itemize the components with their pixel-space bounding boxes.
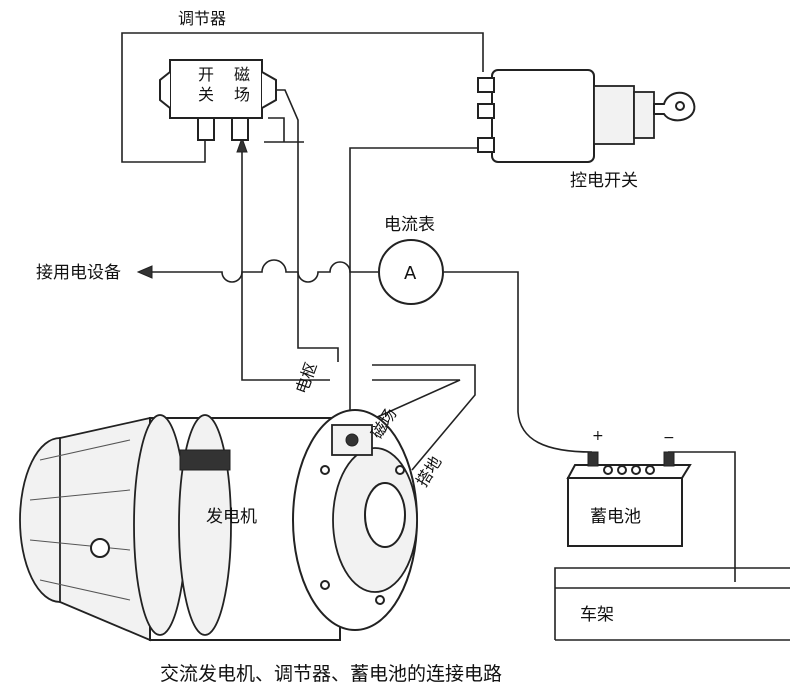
wire-ground-lead [372, 364, 476, 471]
regulator [159, 59, 277, 141]
label-generator: 发电机 [206, 507, 257, 527]
label-ignition-switch: 控电开关 [570, 171, 638, 191]
regulator-left-tab [159, 71, 171, 109]
switch-terminal-1 [477, 77, 495, 93]
arrow-left-head [136, 265, 153, 279]
battery-cap-2 [617, 465, 627, 475]
frame-outline-top [554, 567, 790, 640]
battery-case [567, 477, 683, 547]
ignition-switch [477, 69, 696, 163]
generator-screw-2 [395, 465, 405, 475]
key-hole [675, 101, 685, 111]
generator-screw-1 [320, 465, 330, 475]
label-switch-2: 关 [198, 85, 214, 104]
label-battery-minus: − [663, 430, 675, 446]
wire-ammeter-battery [444, 271, 519, 412]
switch-terminal-2 [477, 103, 495, 119]
wire-field-lead [372, 379, 461, 419]
label-ammeter-symbol: A [404, 263, 417, 284]
battery-cap-1 [603, 465, 613, 475]
label-regulator: 调节器 [178, 9, 226, 28]
generator-shaft [364, 482, 406, 548]
regulator-right-tab [261, 71, 277, 109]
label-switch-1: 开 [198, 65, 214, 84]
label-battery-plus: + [592, 428, 604, 444]
wire-to-loads [150, 259, 378, 283]
arrow-up-head [236, 136, 248, 153]
generator-mount-bolt [90, 538, 110, 558]
wires [121, 32, 736, 582]
label-ground: 搭地 [412, 453, 445, 490]
regulator-terminal-switch [197, 117, 215, 141]
switch-barrel [593, 85, 635, 145]
generator-terminal-armature [345, 433, 359, 447]
fan-fin-4 [39, 579, 131, 601]
wire-regulator-armature [241, 145, 330, 381]
battery-terminal-plus [587, 451, 599, 467]
switch-body [491, 69, 595, 163]
battery-cap-4 [645, 465, 655, 475]
label-ammeter: 电流表 [384, 215, 435, 235]
fan-fin-1 [39, 439, 131, 461]
labels: 调节器 开 关 磁 场 控电开关 电流表 A 接用电设备 电枢 磁场 搭地 发电… [36, 9, 675, 685]
ammeter [378, 239, 444, 305]
battery-cap-3 [631, 465, 641, 475]
generator-winding-band [179, 449, 231, 471]
ammeter-dial [378, 239, 444, 305]
switch-collar [633, 91, 655, 139]
wire-battery-ground [668, 451, 736, 582]
label-field-2: 场 [234, 85, 250, 104]
wire-regulator-switch-top [121, 32, 484, 163]
label-to-loads: 接用电设备 [36, 263, 121, 283]
key-icon [653, 91, 696, 122]
label-battery: 蓄电池 [590, 507, 641, 527]
battery [566, 451, 692, 547]
generator-screw-3 [320, 580, 330, 590]
battery-terminal-minus [663, 451, 675, 467]
battery-top [566, 464, 692, 479]
switch-terminal-3 [477, 137, 495, 153]
wire-battery-plus-lead [517, 411, 593, 453]
frame [554, 567, 790, 641]
wire-regulator-field [268, 89, 339, 362]
wire-regulator-ground [268, 117, 285, 142]
wire-armature [349, 147, 480, 440]
label-frame: 车架 [580, 605, 614, 625]
label-armature: 电枢 [292, 360, 321, 397]
diagram-caption: 交流发电机、调节器、蓄电池的连接电路 [160, 663, 502, 685]
label-field-1: 磁 [234, 65, 250, 84]
regulator-terminal-field [231, 117, 249, 141]
fan-fin-2 [29, 489, 131, 501]
fan-fin-3 [29, 539, 131, 551]
generator-screw-4 [375, 595, 385, 605]
generator [19, 409, 418, 642]
